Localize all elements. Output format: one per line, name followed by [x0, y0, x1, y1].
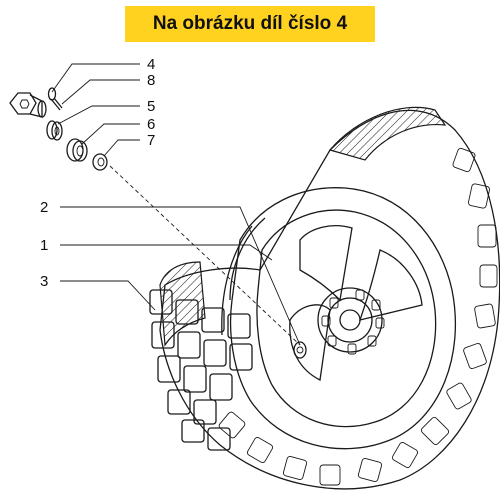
callout-4: 4: [147, 56, 155, 73]
inner-edge: [221, 225, 253, 336]
rim-band-part: [229, 217, 266, 301]
spacer-bushing-part: [46, 120, 63, 141]
washer-part: [92, 153, 108, 171]
callout-1: 1: [40, 237, 48, 254]
page-title: Na obrázku díl číslo 4: [152, 13, 348, 34]
rim-part: [229, 187, 456, 450]
cotter-pin-part: [47, 87, 63, 111]
bearing-part: [66, 138, 88, 162]
callout-6: 6: [147, 116, 155, 133]
leader-lines: [51, 63, 301, 346]
tire-part: [149, 106, 500, 490]
axle-centerline: [109, 165, 301, 346]
axle-nut-part: [9, 92, 47, 118]
callout-5: 5: [147, 98, 155, 115]
title-banner: Na obrázku díl číslo 4: [125, 6, 375, 42]
callout-3: 3: [40, 273, 48, 290]
callout-7: 7: [147, 132, 155, 149]
callout-8: 8: [147, 72, 155, 89]
callout-2: 2: [40, 199, 48, 216]
